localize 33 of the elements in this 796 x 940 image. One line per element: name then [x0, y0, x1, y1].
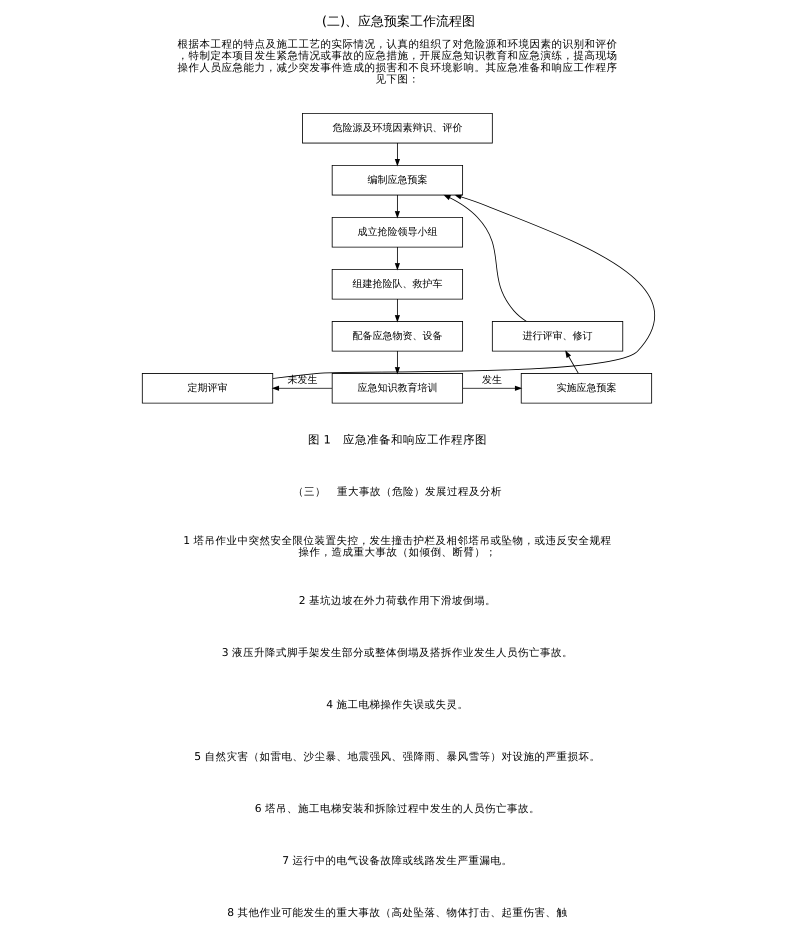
- diagram-title: (二)、应急预案工作流程图: [321, 14, 475, 30]
- arrow: [394, 246, 400, 271]
- node-box: 危险源及环境因素辩识、评价: [302, 112, 492, 144]
- label: （三） 重大事故（危险）发展过程及分析: [292, 485, 502, 498]
- node-box: 成立抢险领导小组: [331, 216, 463, 248]
- node-box: 编制应急预案: [331, 164, 463, 196]
- node-box: 应急知识教育培训: [331, 373, 463, 404]
- arrow: [462, 386, 522, 391]
- node-box: 实施应急预案: [520, 373, 652, 404]
- label: 6 塔吊、施工电梯安装和拆除过程中发生的人员伤亡事故。: [254, 802, 540, 816]
- arrow: [394, 298, 400, 323]
- label: 根据本工程的特点及施工工艺的实际情况，认真的组织了对危险源和环境因素的识别和评价，特制定本项目发生紧急情况或事故的应急措施，开展应急知识教育和应急演练，提高现场操作人员应急能力，减少突发事件造成的损害和不良环境影响。其应急准备和响应工作程序见下图：: [176, 38, 617, 86]
- label: 2 基坑边坡在外力荷载作用下滑坡倒塌。: [298, 594, 496, 608]
- label: 8 其他作业可能发生的重大事故（高处坠落、物体打击、起重伤害、触: [226, 906, 568, 920]
- label: 3 液压升降式脚手架发生部分或整体倒塌及搭拆作业发生人员伤亡事故。: [221, 646, 573, 660]
- arrow: [394, 194, 400, 218]
- edge-label: 发生: [481, 374, 502, 386]
- arrow: [564, 350, 578, 374]
- arrow: [394, 142, 400, 166]
- node-box: 进行评审、修订: [491, 321, 623, 352]
- label: 4 施工电梯操作失误或失灵。: [326, 698, 468, 712]
- label: 7 运行中的电气设备故障或线路发生严重漏电。: [282, 854, 512, 868]
- caption: 图 1 应急准备和响应工作程序图: [307, 432, 486, 446]
- node-box: 定期评审: [141, 373, 273, 404]
- label: 5 自然灾害（如雷电、沙尘暴、地震强风、强降雨、暴风雪等）对设施的严重损坏。: [194, 750, 600, 764]
- arrow: [272, 194, 654, 379]
- arrow: [271, 386, 332, 391]
- arrow: [394, 350, 400, 375]
- label: 1 塔吊作业中突然安全限位装置失控，发生撞击护栏及相邻塔吊或坠物，或违反安全规程操作，造成重大事故（如倾倒、断臂）；: [182, 534, 612, 558]
- node-box: 组建抢险队、救护车: [331, 268, 463, 300]
- arrow: [442, 194, 526, 322]
- node-box: 配备应急物资、设备: [331, 321, 463, 352]
- edge-label: 未发生: [286, 374, 317, 386]
